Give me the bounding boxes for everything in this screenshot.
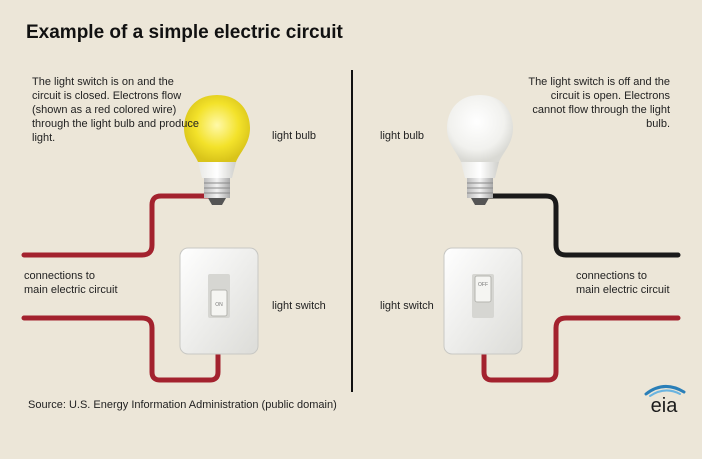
right-bottom-wire bbox=[481, 315, 681, 383]
right-bulb-icon bbox=[447, 95, 513, 205]
left-connections-label-line1: connections to bbox=[24, 270, 95, 282]
svg-text:OFF: OFF bbox=[478, 282, 488, 288]
left-connections-label-line2: main electric circuit bbox=[24, 284, 118, 296]
eia-logo-text: eia bbox=[651, 395, 679, 416]
right-description: The light switch is off and the circuit … bbox=[528, 76, 670, 130]
page-title: Example of a simple electric circuit bbox=[26, 22, 343, 43]
right-wires bbox=[481, 193, 681, 383]
right-connections-label-line2: main electric circuit bbox=[576, 284, 670, 296]
left-bulb-icon bbox=[184, 95, 250, 205]
right-connections-label-line1: connections to bbox=[576, 270, 647, 282]
source-note: Source: U.S. Energy Information Administ… bbox=[28, 399, 337, 411]
right-top-wire bbox=[485, 193, 681, 258]
left-description: The light switch is on and the circuit i… bbox=[32, 76, 199, 144]
right-switch-label: light switch bbox=[380, 300, 434, 312]
left-bulb-label: light bulb bbox=[272, 130, 317, 142]
svg-text:ON: ON bbox=[215, 302, 223, 308]
left-switch-label: light switch bbox=[272, 300, 326, 312]
left-top-wire bbox=[21, 193, 213, 258]
left-wires bbox=[21, 193, 221, 383]
left-switch-icon: ON bbox=[179, 247, 259, 355]
left-bottom-wire bbox=[21, 315, 221, 383]
right-bulb-label: light bulb bbox=[380, 130, 425, 142]
eia-logo-icon: eia bbox=[644, 385, 686, 417]
eia-logo: eia bbox=[640, 382, 690, 417]
right-switch-icon: OFF bbox=[443, 247, 523, 355]
